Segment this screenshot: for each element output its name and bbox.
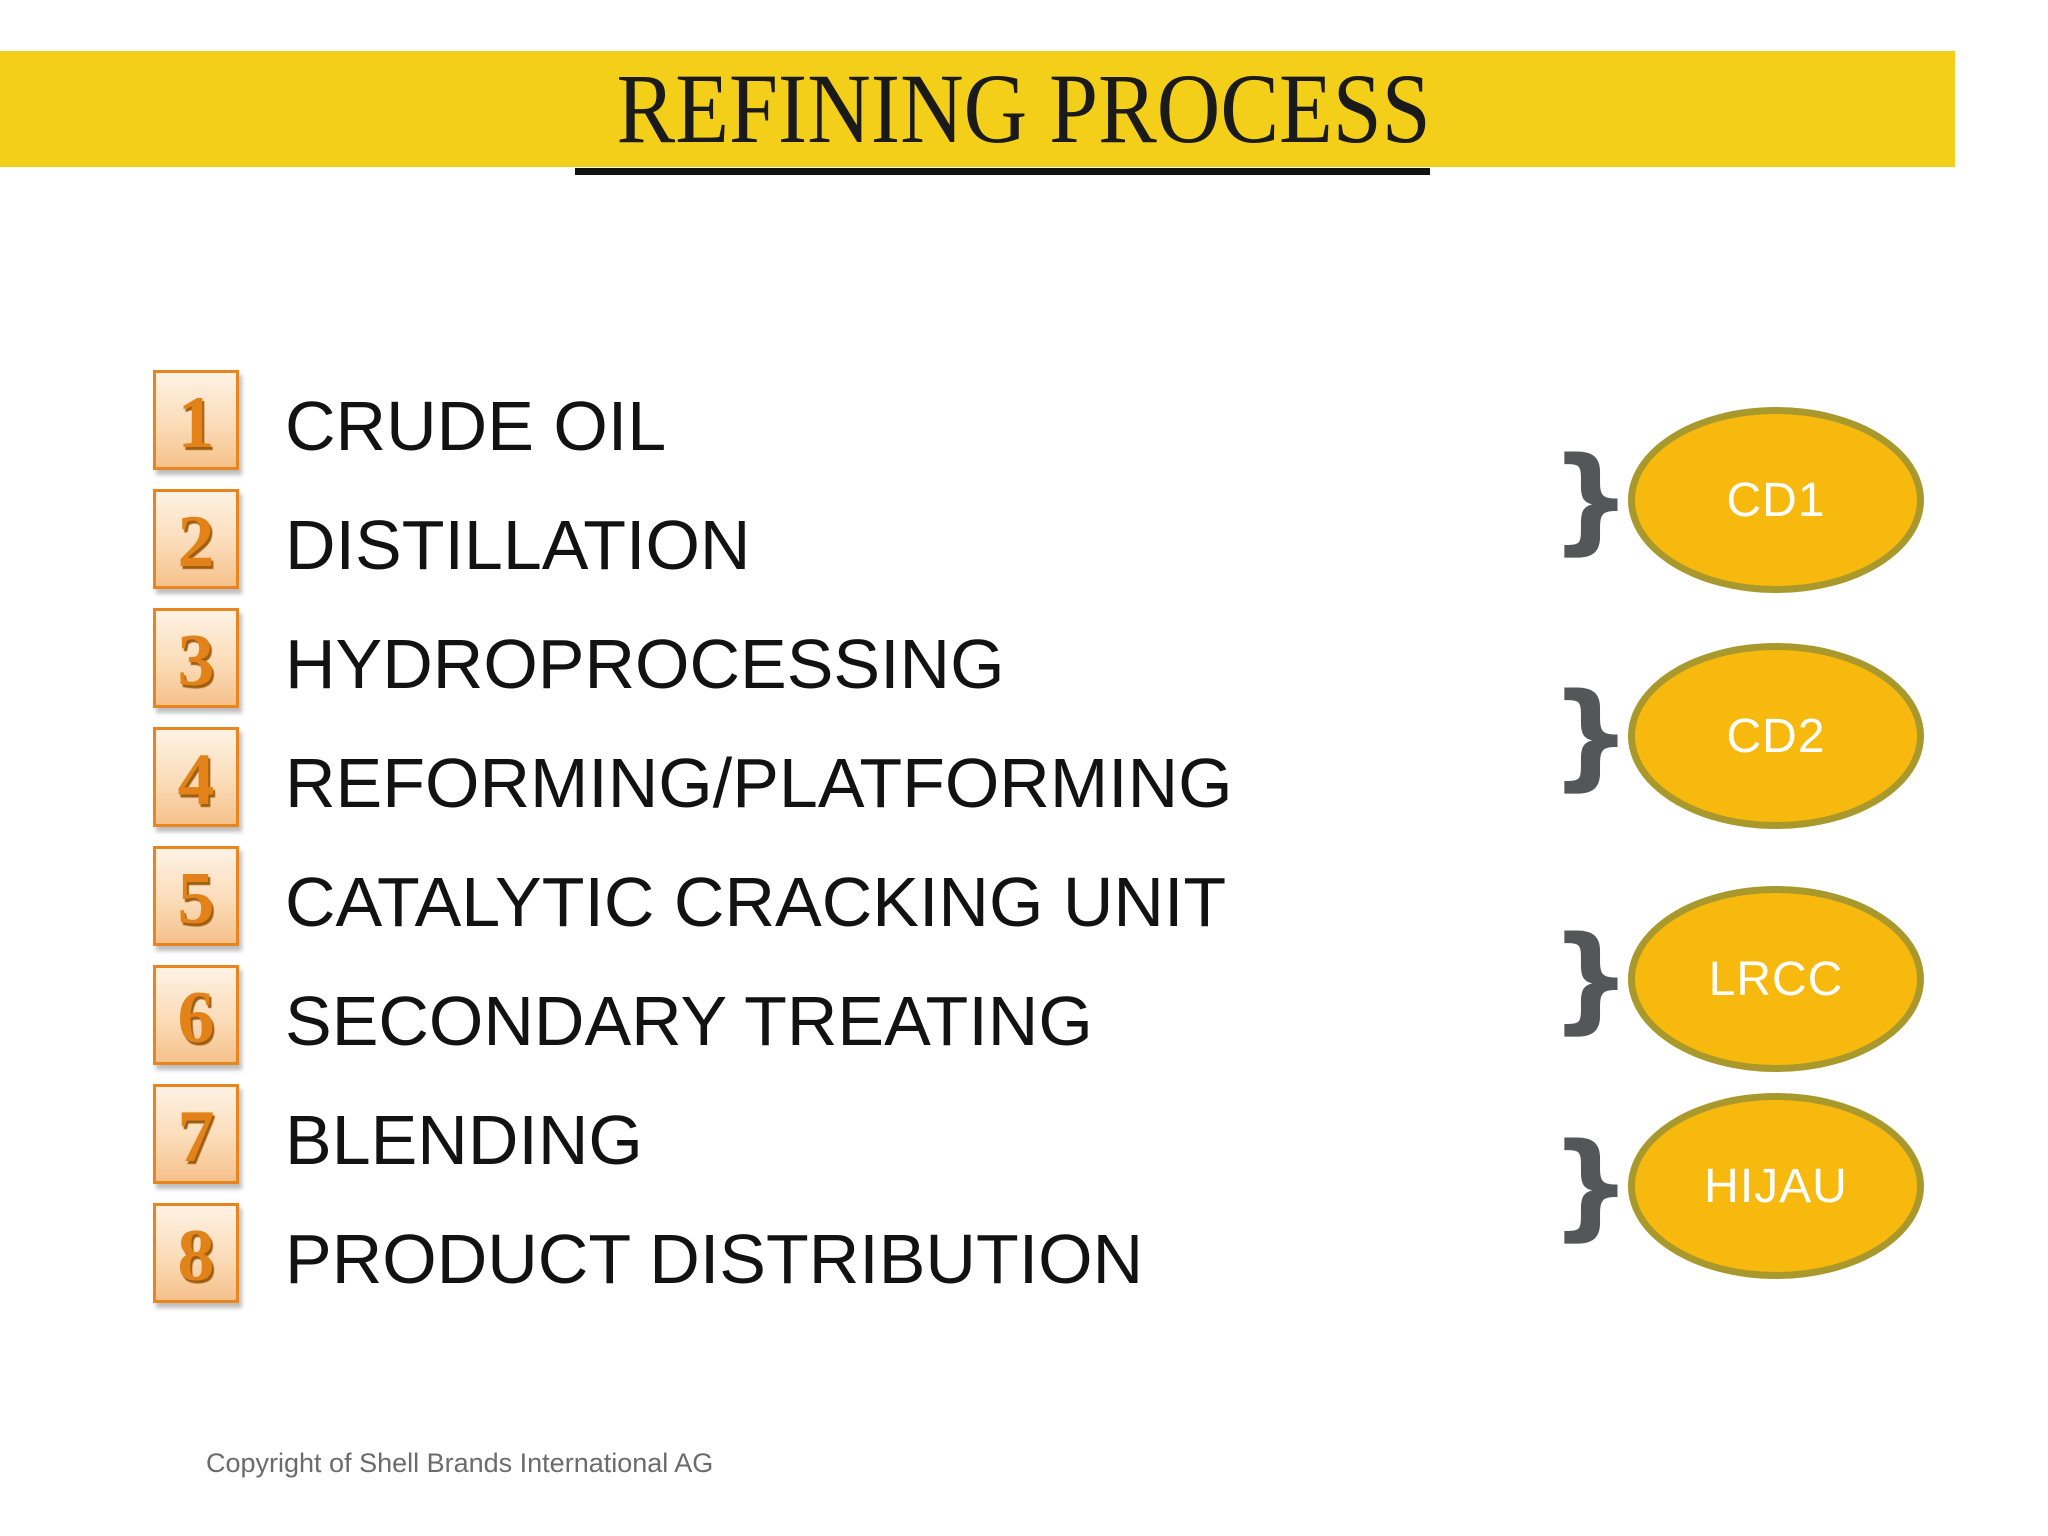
page-title-text: REFINING PROCESS: [616, 53, 1432, 164]
unit-ellipse-label: HIJAU: [1704, 1159, 1848, 1213]
step-label: REFORMING/PLATFORMING: [285, 744, 1233, 822]
step-label: CATALYTIC CRACKING UNIT: [285, 863, 1227, 941]
list-item: 8 PRODUCT DISTRIBUTION: [0, 1203, 1500, 1303]
step-number-badge: 5: [153, 846, 239, 946]
unit-ellipse: LRCC: [1628, 886, 1924, 1072]
title-banner: [0, 51, 1955, 167]
step-number-badge: 3: [153, 608, 239, 708]
step-number-badge: 1: [153, 370, 239, 470]
list-item: 6 SECONDARY TREATING: [0, 965, 1500, 1065]
step-label: CRUDE OIL: [285, 387, 667, 465]
step-number-badge: 7: [153, 1084, 239, 1184]
page-title: REFINING PROCESS: [0, 51, 2048, 167]
step-label: HYDROPROCESSING: [285, 625, 1005, 703]
curly-brace-icon: }: [1550, 433, 1632, 567]
step-label: SECONDARY TREATING: [285, 982, 1093, 1060]
step-label: PRODUCT DISTRIBUTION: [285, 1220, 1144, 1298]
step-number-badge: 2: [153, 489, 239, 589]
step-label: DISTILLATION: [285, 506, 751, 584]
unit-ellipse: CD2: [1628, 643, 1924, 829]
list-item: 7 BLENDING: [0, 1084, 1500, 1184]
list-item: 3 HYDROPROCESSING: [0, 608, 1500, 708]
unit-ellipse: HIJAU: [1628, 1093, 1924, 1279]
title-underline: [575, 168, 1430, 175]
curly-brace-icon: }: [1550, 1119, 1632, 1253]
step-number-badge: 6: [153, 965, 239, 1065]
curly-brace-icon: }: [1550, 669, 1632, 803]
list-item: 1 CRUDE OIL: [0, 370, 1500, 470]
list-item: 2 DISTILLATION: [0, 489, 1500, 589]
unit-ellipse: CD1: [1628, 407, 1924, 593]
copyright-text: Copyright of Shell Brands International …: [206, 1448, 714, 1478]
step-number-badge: 8: [153, 1203, 239, 1303]
step-number-badge: 4: [153, 727, 239, 827]
unit-ellipse-label: CD2: [1726, 709, 1826, 763]
unit-ellipse-label: LRCC: [1708, 952, 1844, 1006]
unit-ellipse-label: CD1: [1726, 473, 1826, 527]
curly-brace-icon: }: [1550, 912, 1632, 1046]
step-label: BLENDING: [285, 1101, 643, 1179]
list-item: 5 CATALYTIC CRACKING UNIT: [0, 846, 1500, 946]
list-item: 4 REFORMING/PLATFORMING: [0, 727, 1500, 827]
